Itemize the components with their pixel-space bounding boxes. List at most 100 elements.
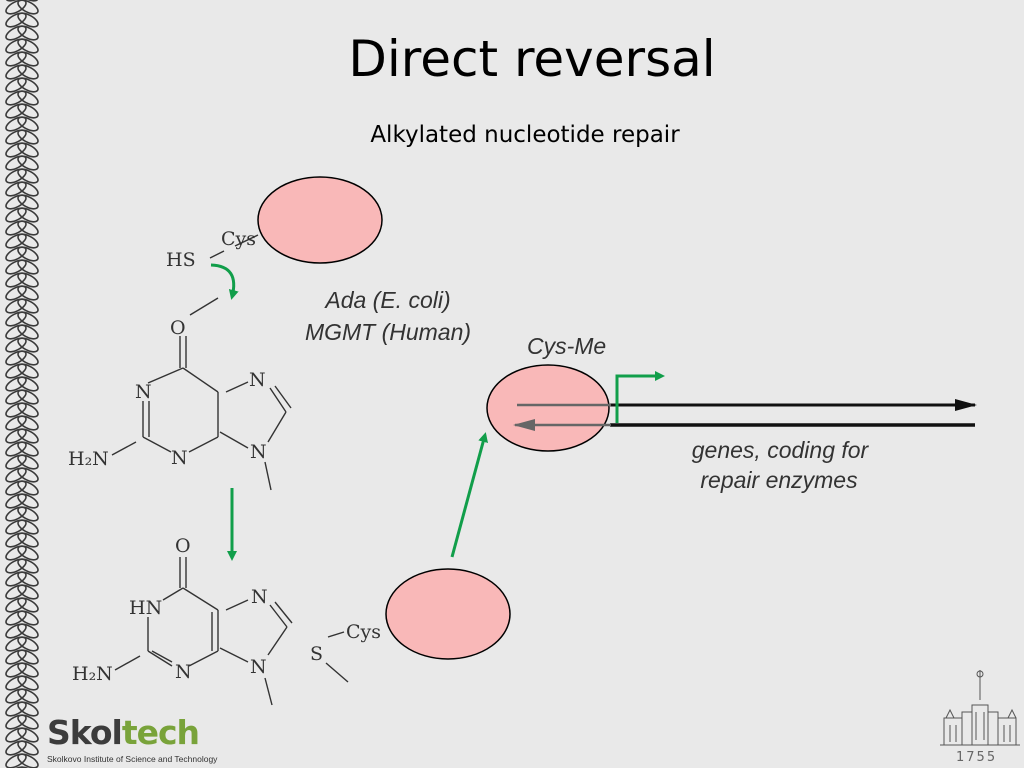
chain-link — [5, 272, 27, 288]
chain-link — [5, 233, 27, 249]
genes-label-line1: genes, coding for — [692, 437, 870, 463]
chain-link — [17, 389, 39, 405]
chain-link — [5, 103, 27, 119]
chain-link — [5, 727, 27, 743]
chain-link — [17, 376, 39, 392]
chain-link — [5, 558, 27, 574]
university-building-icon — [940, 670, 1020, 746]
chain-link — [17, 740, 39, 756]
bottom-cys-label: Cys — [346, 621, 381, 643]
chain-link — [5, 597, 27, 613]
chain-link — [5, 38, 27, 54]
chain-link — [5, 623, 27, 639]
chain-link — [17, 324, 39, 340]
chain-link — [17, 246, 39, 262]
logo-word-part2: tech — [121, 713, 200, 752]
methylguanine-structure — [111, 234, 292, 491]
chain-link — [17, 428, 39, 444]
chain-link — [5, 311, 27, 327]
chain-link — [5, 220, 27, 236]
chain-link — [17, 285, 39, 301]
logo-tagline: Skolkovo Institute of Science and Techno… — [47, 754, 218, 764]
chain-link — [5, 688, 27, 704]
enzyme-bound-to-dna — [486, 364, 610, 452]
chain-link — [5, 324, 27, 340]
chain-link — [5, 662, 27, 678]
chain-link — [5, 415, 27, 431]
chain-link — [5, 298, 27, 314]
chain-link — [17, 415, 39, 431]
enzyme-top — [257, 176, 383, 264]
slide-title: Direct reversal — [348, 30, 716, 88]
chain-link — [5, 532, 27, 548]
chain-link — [5, 649, 27, 665]
chain-link — [5, 493, 27, 509]
chain-link — [5, 740, 27, 756]
chain-link — [17, 272, 39, 288]
chain-link — [17, 298, 39, 314]
chain-link — [5, 129, 27, 145]
chain-link — [5, 77, 27, 93]
chain-link — [5, 363, 27, 379]
chain-link — [17, 103, 39, 119]
chain-link — [17, 597, 39, 613]
chain-link — [5, 389, 27, 405]
enzyme-name-line1: Ada (E. coli) — [323, 287, 450, 313]
chain-link — [17, 714, 39, 730]
chain-link — [17, 467, 39, 483]
bottom-hn-label: HN — [129, 597, 162, 619]
chain-link — [17, 350, 39, 366]
chain-link — [17, 441, 39, 457]
top-n1-label: N — [135, 381, 152, 403]
chain-link — [5, 636, 27, 652]
chain-link — [5, 181, 27, 197]
chain-link — [17, 51, 39, 67]
chain-link — [17, 12, 39, 28]
chain-link — [5, 12, 27, 28]
chain-link — [17, 402, 39, 418]
chain-link — [5, 64, 27, 80]
chain-link — [5, 337, 27, 353]
chain-link — [5, 25, 27, 41]
genes-label-line2: repair enzymes — [700, 467, 858, 493]
footer-year: 1755 — [956, 750, 998, 765]
chain-link — [17, 688, 39, 704]
chain-link — [5, 467, 27, 483]
chain-link — [5, 259, 27, 275]
chain-link — [5, 142, 27, 158]
chain-link — [17, 64, 39, 80]
chain-link — [5, 194, 27, 210]
logo-wordmark: Skoltech — [47, 713, 200, 752]
top-amine-label: H₂N — [68, 448, 109, 470]
chain-link — [17, 311, 39, 327]
chain-link — [5, 584, 27, 600]
chain-link — [17, 727, 39, 743]
chain-link — [17, 181, 39, 197]
activation-arrow — [450, 432, 488, 558]
bottom-n7-label: N — [251, 586, 268, 608]
bottom-n3-label: N — [175, 661, 192, 683]
top-n7-label: N — [249, 369, 266, 391]
chain-link — [17, 77, 39, 93]
top-n9-label: N — [250, 441, 267, 463]
chain-link — [5, 545, 27, 561]
bottom-amine-label: H₂N — [72, 663, 113, 685]
chain-link — [5, 376, 27, 392]
bottom-n9-label: N — [250, 656, 267, 678]
top-cys-label: Cys — [221, 228, 256, 250]
chain-link — [17, 454, 39, 470]
chain-link — [17, 584, 39, 600]
chain-link — [17, 662, 39, 678]
promoter-arrow — [615, 371, 665, 423]
chain-link — [17, 636, 39, 652]
chain-link — [5, 90, 27, 106]
chain-link — [17, 194, 39, 210]
chain-link — [5, 454, 27, 470]
chain-link — [5, 168, 27, 184]
chain-link — [17, 623, 39, 639]
chain-link — [5, 207, 27, 223]
chain-link — [17, 233, 39, 249]
bottom-s-label: S — [310, 643, 323, 665]
chain-link — [17, 129, 39, 145]
